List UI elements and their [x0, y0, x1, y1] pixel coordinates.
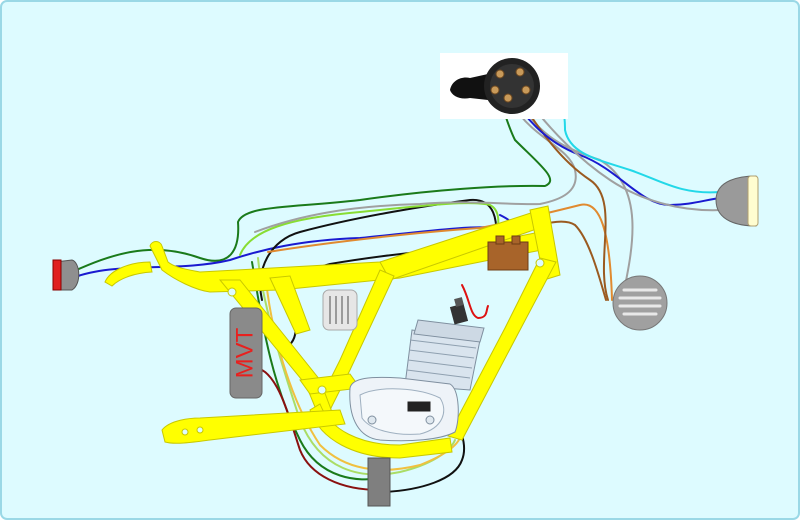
wire-dark-red — [261, 369, 381, 491]
engine-bolt — [367, 415, 377, 425]
engine-bolt — [425, 415, 435, 425]
swingarm-hole — [181, 428, 189, 436]
frame-rear-loop — [149, 231, 543, 293]
swingarm — [161, 409, 346, 444]
stator-connector-icon — [367, 457, 391, 507]
ignition-module-label: MVT — [231, 327, 258, 378]
engine-badge — [407, 401, 431, 412]
cylinder-fins — [406, 339, 477, 379]
engine-icon — [349, 319, 485, 442]
frame-rear-hook — [104, 261, 153, 287]
headlight-icon — [715, 175, 759, 227]
tail-light-icon — [52, 259, 80, 291]
frame-rear-upper — [269, 275, 311, 335]
spark-plug-icon — [449, 297, 469, 325]
wire-brown-horn — [519, 99, 609, 301]
wire-blue-headlight — [509, 91, 721, 206]
wire-grey-headlight — [527, 99, 723, 212]
engine-head — [413, 319, 485, 343]
regulator-icon — [487, 235, 529, 271]
frame-hole — [535, 258, 545, 268]
engine-side-cover — [359, 388, 445, 435]
frame-downtube — [447, 257, 557, 441]
swingarm-hole — [196, 426, 204, 434]
frame-bottom — [309, 403, 453, 459]
ignition-switch-icon — [440, 53, 568, 119]
horn-icon — [612, 275, 668, 331]
frame-hole — [227, 287, 237, 297]
wire-lime — [239, 202, 500, 256]
motorcycle-frame — [104, 205, 561, 459]
frame-hole — [317, 385, 327, 395]
wire-red-plug — [461, 284, 489, 319]
battery-box-icon — [322, 289, 358, 331]
wire-green-main — [71, 84, 552, 273]
ignition-module: MVT — [229, 307, 263, 399]
ignition-module-body — [229, 307, 263, 399]
